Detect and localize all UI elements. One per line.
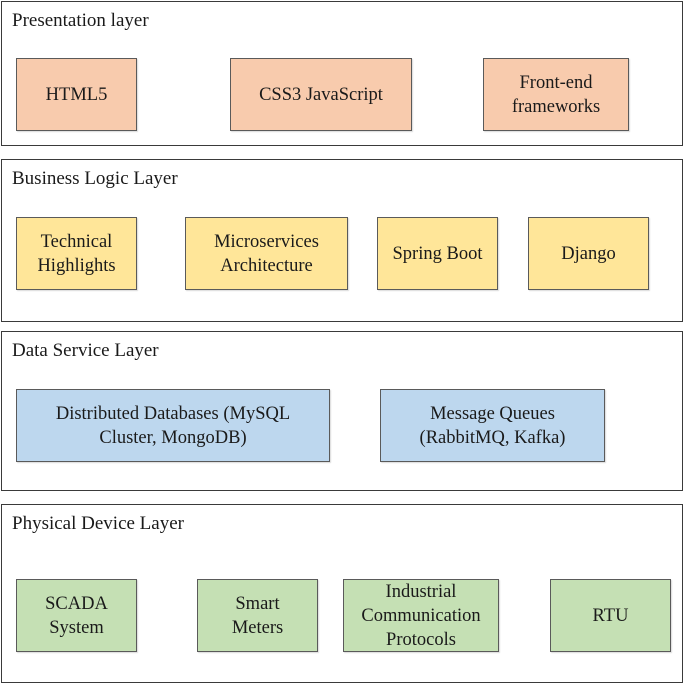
presentation-layer: Presentation layer HTML5 CSS3 JavaScript… [1,1,683,146]
rtu-box: RTU [550,579,671,652]
html5-box: HTML5 [16,58,137,131]
business-logic-layer: Business Logic Layer Technical Highlight… [1,159,683,322]
scada-system-box: SCADA System [16,579,137,652]
message-queues-box: Message Queues (RabbitMQ, Kafka) [380,389,605,462]
physical-device-layer-title: Physical Device Layer [12,513,184,534]
presentation-layer-title: Presentation layer [12,10,149,31]
technical-highlights-box: Technical Highlights [16,217,137,290]
physical-device-layer: Physical Device Layer SCADA System Smart… [1,504,683,683]
data-service-layer-title: Data Service Layer [12,340,159,361]
css3-javascript-box: CSS3 JavaScript [230,58,412,131]
data-service-layer: Data Service Layer Distributed Databases… [1,331,683,491]
distributed-databases-box: Distributed Databases (MySQL Cluster, Mo… [16,389,330,462]
microservices-architecture-box: Microservices Architecture [185,217,348,290]
front-end-frameworks-box: Front-end frameworks [483,58,629,131]
smart-meters-box: Smart Meters [197,579,318,652]
django-box: Django [528,217,649,290]
industrial-communication-protocols-box: Industrial Communication Protocols [343,579,499,652]
spring-boot-box: Spring Boot [377,217,498,290]
business-logic-layer-title: Business Logic Layer [12,168,178,189]
